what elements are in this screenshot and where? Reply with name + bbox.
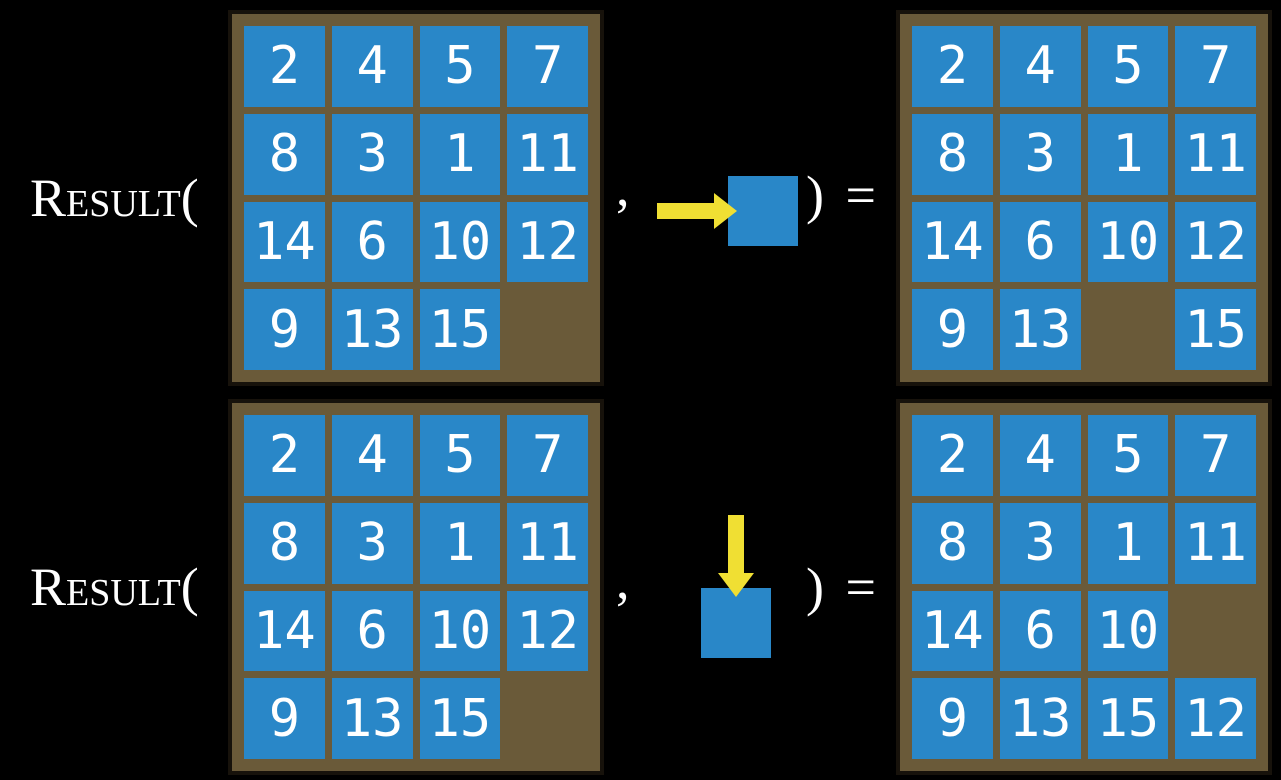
blank-cell [1088, 289, 1169, 370]
puzzle-tile-4: 4 [331, 415, 413, 496]
result-function-label: Result( [30, 557, 199, 617]
puzzle-tile-9: 9 [912, 678, 993, 759]
close-paren-equals: ) = [806, 557, 876, 617]
down-arrow-icon [718, 515, 754, 597]
comma-separator: , [616, 157, 630, 217]
puzzle-tile-5: 5 [419, 26, 501, 107]
puzzle-tile-6: 6 [999, 201, 1081, 283]
blank-cell [1175, 591, 1256, 672]
tile-square-icon [728, 176, 798, 246]
puzzle-tile-4: 4 [999, 415, 1081, 496]
puzzle-tile-12: 12 [507, 590, 588, 672]
puzzle-tile-13: 13 [331, 289, 413, 370]
puzzle-tile-2: 2 [244, 415, 325, 496]
puzzle-tile-6: 6 [331, 590, 413, 672]
puzzle-tile-13: 13 [331, 678, 413, 759]
puzzle-tile-13: 13 [999, 678, 1081, 759]
puzzle-tile-11: 11 [1175, 113, 1256, 195]
puzzle-tile-8: 8 [244, 502, 325, 584]
puzzle-tile-5: 5 [419, 415, 501, 496]
puzzle-tile-1: 1 [419, 502, 501, 584]
puzzle-tile-10: 10 [419, 590, 501, 672]
puzzle-tile-7: 7 [1175, 26, 1256, 107]
puzzle-tile-1: 1 [419, 113, 501, 195]
result-function-label: Result( [30, 168, 199, 228]
close-paren-equals: ) = [806, 165, 876, 225]
puzzle-tile-9: 9 [244, 289, 325, 370]
tile-square-icon [701, 588, 771, 658]
puzzle-tile-14: 14 [244, 201, 325, 283]
puzzle-tile-6: 6 [331, 201, 413, 283]
puzzle-tile-3: 3 [999, 113, 1081, 195]
puzzle-tile-2: 2 [244, 26, 325, 107]
comma-separator: , [616, 550, 630, 610]
puzzle-tile-11: 11 [1175, 502, 1256, 584]
puzzle-tile-11: 11 [507, 113, 588, 195]
puzzle-tile-13: 13 [999, 289, 1081, 370]
puzzle-tile-10: 10 [419, 201, 501, 283]
puzzle-tile-12: 12 [1175, 678, 1256, 759]
puzzle-tile-1: 1 [1087, 113, 1169, 195]
puzzle-tile-8: 8 [912, 502, 993, 584]
puzzle-tile-2: 2 [912, 26, 993, 107]
puzzle-tile-14: 14 [912, 590, 993, 672]
puzzle-tile-3: 3 [331, 113, 413, 195]
puzzle-tile-7: 7 [507, 415, 588, 496]
puzzle-tile-8: 8 [912, 113, 993, 195]
puzzle-tile-15: 15 [1087, 678, 1169, 759]
puzzle-tile-12: 12 [1175, 201, 1256, 283]
puzzle-tile-2: 2 [912, 415, 993, 496]
puzzle-tile-12: 12 [507, 201, 588, 283]
puzzle-tile-8: 8 [244, 113, 325, 195]
puzzle-tile-15: 15 [419, 678, 501, 759]
puzzle-tile-14: 14 [244, 590, 325, 672]
blank-cell [507, 289, 588, 370]
puzzle-tile-10: 10 [1087, 201, 1169, 283]
puzzle-tile-5: 5 [1087, 26, 1169, 107]
blank-cell [507, 678, 588, 759]
puzzle-tile-4: 4 [999, 26, 1081, 107]
puzzle-tile-3: 3 [331, 502, 413, 584]
move-down-icon [701, 515, 771, 658]
puzzle-tile-1: 1 [1087, 502, 1169, 584]
puzzle-tile-7: 7 [1175, 415, 1256, 496]
puzzle-tile-11: 11 [507, 502, 588, 584]
puzzle-tile-10: 10 [1087, 590, 1169, 672]
puzzle-tile-15: 15 [1175, 289, 1256, 370]
puzzle-tile-14: 14 [912, 201, 993, 283]
puzzle-tile-5: 5 [1087, 415, 1169, 496]
right-arrow-icon [657, 193, 737, 229]
puzzle-tile-15: 15 [419, 289, 501, 370]
puzzle-tile-6: 6 [999, 590, 1081, 672]
puzzle-tile-9: 9 [244, 678, 325, 759]
puzzle-tile-3: 3 [999, 502, 1081, 584]
puzzle-tile-7: 7 [507, 26, 588, 107]
puzzle-tile-4: 4 [331, 26, 413, 107]
puzzle-tile-9: 9 [912, 289, 993, 370]
move-right-icon [657, 176, 798, 246]
